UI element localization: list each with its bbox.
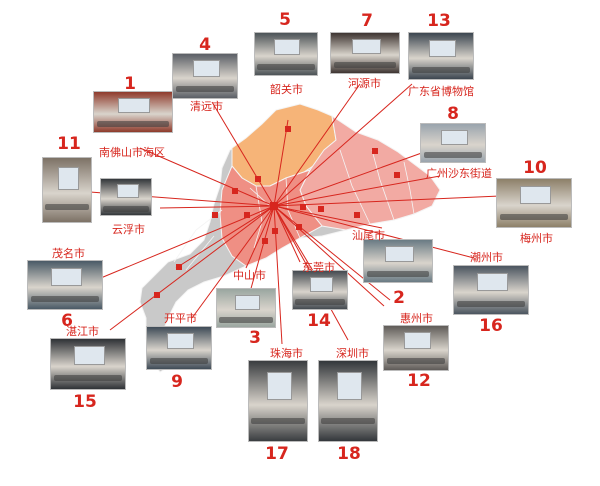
city-label-18: 深圳市 [336, 347, 369, 360]
city-label-8: 广州沙东街道 [426, 167, 492, 180]
location-number-11: 11 [57, 134, 81, 154]
location-photo-4 [172, 53, 238, 99]
city-label-14: 东莞市 [302, 261, 335, 274]
audience-row [386, 358, 446, 364]
location-number-15: 15 [73, 392, 97, 412]
connector-lines [89, 83, 501, 345]
location-number-4: 4 [199, 35, 211, 55]
location-photo-13 [408, 32, 474, 80]
projection-screen [337, 372, 362, 400]
location-photo-15 [50, 338, 126, 390]
projection-screen [118, 98, 150, 113]
audience-row [321, 418, 375, 424]
audience-row [103, 206, 149, 212]
city-label-2: 汕尾市 [352, 229, 385, 242]
location-number-10: 10 [523, 158, 547, 178]
audience-row [456, 301, 526, 307]
projection-screen [385, 246, 414, 262]
location-photo-17 [248, 360, 308, 442]
location-photo-3 [216, 288, 276, 328]
audience-row [257, 64, 315, 70]
audience-row [97, 121, 169, 127]
location-number-9: 9 [171, 372, 183, 392]
location-number-7: 7 [361, 11, 373, 31]
location-number-2: 2 [393, 288, 405, 308]
audience-row [366, 271, 430, 277]
projection-screen [477, 273, 508, 291]
projection-screen [429, 40, 456, 57]
projection-screen [58, 167, 79, 190]
projection-screen [520, 186, 551, 204]
projection-screen [74, 346, 105, 365]
location-photo-10 [496, 178, 572, 228]
city-label-3: 中山市 [233, 269, 266, 282]
projection-screen [274, 39, 300, 55]
location-number-18: 18 [337, 444, 361, 464]
location-photo-18 [318, 360, 378, 442]
location-number-8: 8 [447, 104, 459, 124]
location-number-3: 3 [249, 328, 261, 348]
projection-screen [167, 333, 194, 349]
location-photo-5 [254, 32, 318, 76]
audience-row [149, 358, 209, 364]
location-number-17: 17 [265, 444, 289, 464]
audience-row [333, 62, 397, 68]
location-photo-extra [100, 178, 152, 216]
city-label-9: 开平市 [164, 312, 197, 325]
location-number-16: 16 [479, 316, 503, 336]
projection-screen [267, 372, 292, 400]
city-label-15: 湛江市 [66, 325, 99, 338]
location-number-12: 12 [407, 371, 431, 391]
location-number-1: 1 [124, 74, 136, 94]
city-label-11: 云浮市 [112, 223, 145, 236]
projection-screen [235, 295, 260, 310]
location-photo-6 [27, 260, 103, 310]
location-photo-9 [146, 326, 212, 370]
city-label-17: 珠海市 [270, 347, 303, 360]
projection-screen [193, 60, 220, 77]
location-photo-8 [420, 123, 486, 163]
city-label-1: 南佛山市海区 [99, 146, 165, 159]
city-label-12: 惠州市 [400, 312, 433, 325]
city-label-10: 梅州市 [520, 232, 553, 245]
location-photo-16 [453, 265, 529, 315]
location-number-13: 13 [427, 11, 451, 31]
projection-screen [441, 130, 468, 145]
audience-row [411, 67, 471, 73]
audience-row [30, 296, 100, 302]
audience-row [499, 214, 569, 220]
audience-row [53, 375, 123, 381]
city-markers [154, 126, 400, 298]
audience-row [219, 317, 273, 323]
location-photo-11 [42, 157, 92, 223]
city-label-7: 河源市 [348, 77, 381, 90]
location-photo-12 [383, 325, 449, 371]
projection-screen [310, 277, 333, 292]
audience-row [44, 204, 90, 210]
location-number-6: 6 [61, 311, 73, 331]
audience-row [175, 86, 235, 92]
projection-screen [51, 268, 82, 286]
audience-row [251, 418, 305, 424]
projection-screen [404, 332, 431, 349]
location-number-14: 14 [307, 311, 331, 331]
audience-row [423, 152, 483, 158]
city-label-4: 清远市 [190, 100, 223, 113]
projection-screen [117, 184, 139, 198]
location-photo-2 [363, 239, 433, 283]
location-photo-7 [330, 32, 400, 74]
location-photo-14 [292, 270, 348, 310]
projection-screen [352, 39, 381, 54]
city-label-13: 广东省博物馆 [408, 85, 474, 98]
audience-row [295, 299, 345, 305]
location-photo-1 [93, 91, 173, 133]
location-number-5: 5 [279, 10, 291, 30]
city-label-5: 韶关市 [270, 83, 303, 96]
city-label-16: 潮州市 [470, 251, 503, 264]
city-label-6: 茂名市 [52, 247, 85, 260]
